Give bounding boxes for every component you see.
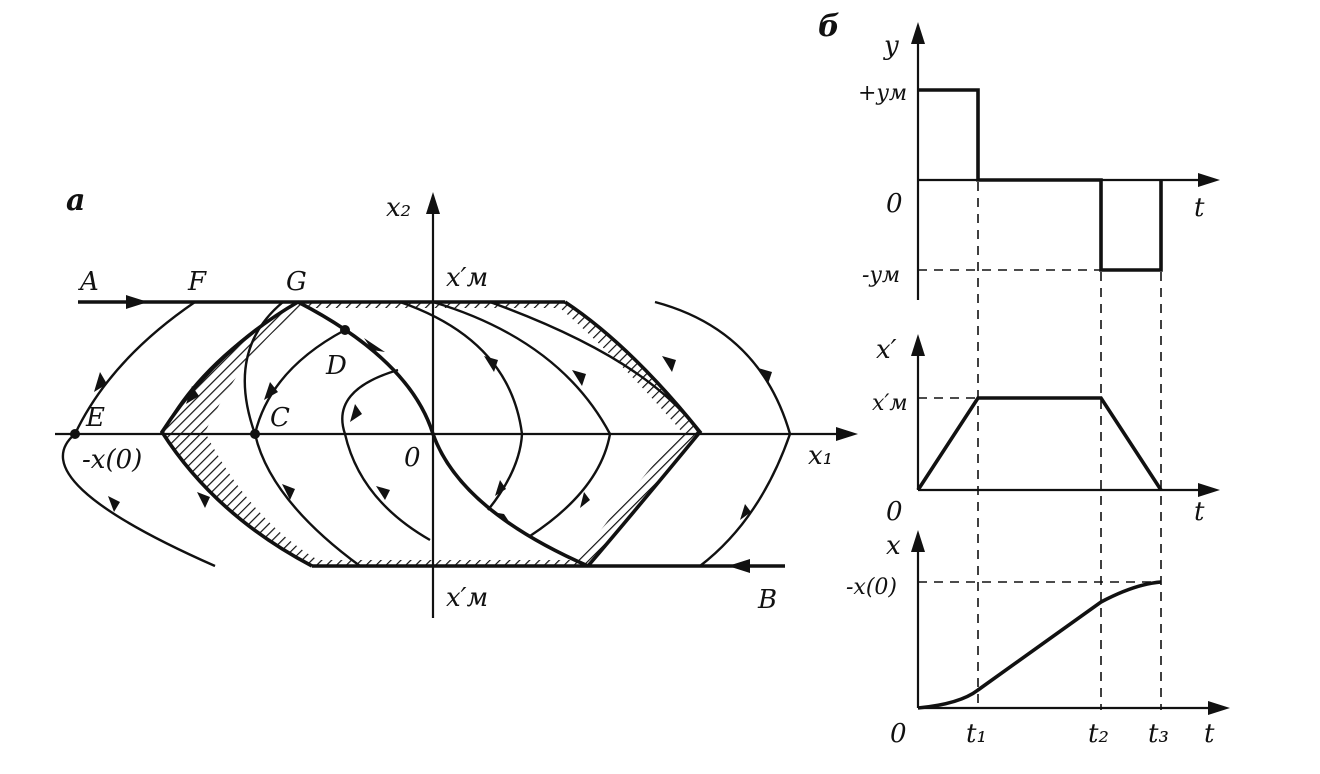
t2-label: t₂ xyxy=(1088,719,1109,749)
x-label: x xyxy=(886,531,901,561)
switching-curve-upper xyxy=(297,300,435,435)
arrow-p7 xyxy=(350,404,362,422)
x1-axis-arrow xyxy=(836,427,858,441)
t-axis-y-arrow xyxy=(1198,173,1220,187)
x2-axis-arrow xyxy=(426,192,440,214)
arrow-p9 xyxy=(484,356,498,372)
arrow-p10 xyxy=(572,370,586,386)
parabola-left-2 xyxy=(160,300,299,435)
parabola-right-3 xyxy=(399,300,524,511)
arrow-p13 xyxy=(580,492,590,508)
parabola-right-1 xyxy=(654,300,792,567)
arrow-p8 xyxy=(376,486,390,500)
arrow-p15 xyxy=(740,504,751,520)
point-B-label: B xyxy=(757,585,777,615)
control-plot: y +yм 0 t -yм xyxy=(858,22,1220,300)
t-axis-x-arrow xyxy=(1208,701,1230,715)
t-label-x: t xyxy=(1204,719,1215,749)
arrow-B xyxy=(728,559,750,573)
point-F-label: F xyxy=(187,267,207,297)
origin-label: 0 xyxy=(404,443,421,473)
point-D-dot xyxy=(340,325,350,335)
velocity-plot: x′ x′м 0 t xyxy=(872,334,1220,527)
panel-b-tag: б xyxy=(818,9,840,44)
origin-xp-label: 0 xyxy=(886,497,903,527)
x1-axis-label: x₁ xyxy=(808,441,833,471)
point-D-label: D xyxy=(325,351,347,381)
point-E-label: E xyxy=(85,403,105,433)
t-label-y: t xyxy=(1194,193,1205,223)
arrow-p12 xyxy=(758,368,772,384)
point-C-label: C xyxy=(270,403,290,433)
y-label: y xyxy=(883,31,899,61)
parabola-left-5 xyxy=(341,368,431,542)
xp-axis-arrow xyxy=(911,334,925,356)
xp-label: x′ xyxy=(876,335,897,365)
parabola-right-2 xyxy=(432,300,612,538)
arrow-p2 xyxy=(108,496,120,512)
parabola-left-4 xyxy=(253,328,346,435)
panel-a-tag: а xyxy=(66,183,85,218)
parabola-right-4 xyxy=(489,300,701,435)
arrow-G-D xyxy=(364,338,385,352)
arrow-p3 xyxy=(186,386,199,404)
arrow-p11 xyxy=(662,356,676,372)
minus-ym-label: -yм xyxy=(862,263,900,288)
switching-curve-lower xyxy=(431,433,589,568)
t3-label: t₃ xyxy=(1148,719,1169,749)
velocity-curve xyxy=(916,396,1163,491)
neg-x0-label: -x(0) xyxy=(82,445,142,475)
position-plot: x -x(0) 0 t t₁ t₂ t₃ xyxy=(846,530,1230,749)
point-A-label: A xyxy=(78,267,99,297)
point-C-dot xyxy=(250,429,260,439)
y-axis-arrow xyxy=(911,22,925,44)
lower-limit-label: x′м xyxy=(446,583,488,613)
xm-label: x′м xyxy=(872,391,908,416)
origin-x-label: 0 xyxy=(890,719,907,749)
t1-label: t₁ xyxy=(966,719,987,749)
origin-y-label: 0 xyxy=(886,189,903,219)
upper-limit-label: x′м xyxy=(446,263,488,293)
arrow-p4 xyxy=(197,492,210,508)
plus-ym-label: +yм xyxy=(858,81,907,106)
arrow-lower-switch xyxy=(492,512,512,526)
neg-x0-b-label: -x(0) xyxy=(846,575,897,600)
position-curve xyxy=(917,580,1162,710)
x-axis-arrow xyxy=(911,530,925,552)
arrow-A xyxy=(126,295,148,309)
arrow-p14 xyxy=(495,480,506,496)
panel-b-time-diagrams: б y +yм 0 t -yм x′ x′м 0 t xyxy=(818,9,1230,749)
t-label-xp: t xyxy=(1194,497,1205,527)
x2-axis-label: x₂ xyxy=(386,193,411,223)
t-axis-xp-arrow xyxy=(1198,483,1220,497)
point-E-dot xyxy=(70,429,80,439)
panel-a-phase-plane: а x₂ x₁ 0 x′м x′м -x(0) A F G D C E B xyxy=(55,183,858,618)
control-signal xyxy=(918,88,1163,272)
arrow-p5 xyxy=(264,382,278,400)
point-G-label: G xyxy=(286,267,307,297)
arrow-p1 xyxy=(94,372,107,392)
arrow-p6 xyxy=(282,484,295,500)
